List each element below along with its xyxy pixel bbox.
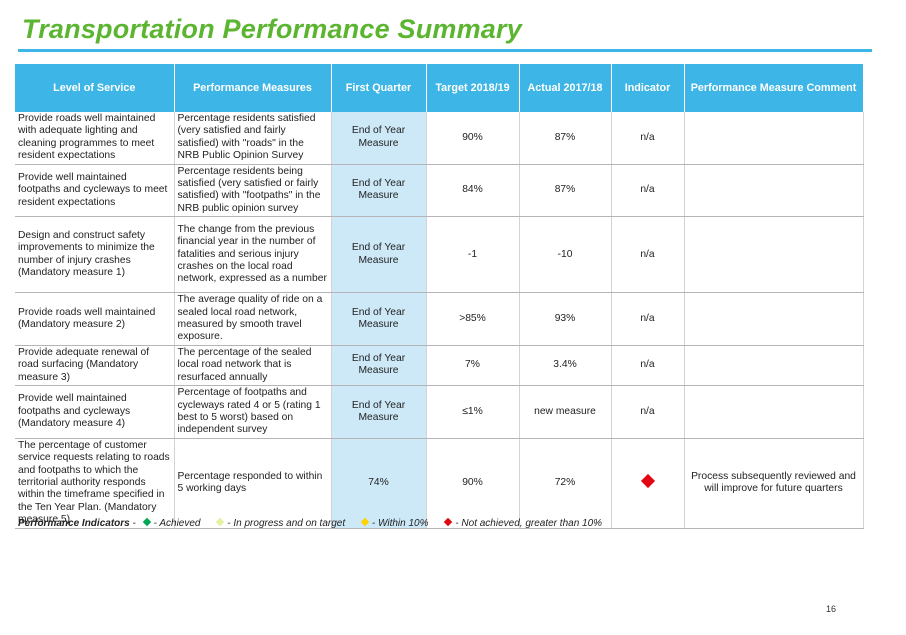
- header-performance-measures: Performance Measures: [174, 64, 332, 112]
- cell-measure: Percentage of footpaths and cycleways ra…: [174, 385, 332, 439]
- cell-target: -1: [426, 216, 520, 294]
- cell-comment: [684, 292, 864, 346]
- cell-actual: new measure: [519, 385, 612, 439]
- cell-measure: Percentage responded to within 5 working…: [174, 438, 332, 529]
- cell-first-quarter: End of Year Measure: [331, 385, 427, 439]
- table-row: Provide roads well maintained with adequ…: [15, 112, 864, 165]
- cell-actual: -10: [519, 216, 612, 294]
- cell-level-of-service: Provide well maintained footpaths and cy…: [15, 385, 175, 439]
- cell-actual: 87%: [519, 112, 612, 165]
- cell-comment: Process subsequently reviewed and will i…: [684, 438, 864, 529]
- cell-target: >85%: [426, 292, 520, 346]
- red-diamond-icon: [640, 473, 655, 489]
- cell-first-quarter: End of Year Measure: [331, 112, 427, 165]
- cell-target: 90%: [426, 112, 520, 165]
- red-diamond-icon: [444, 517, 453, 527]
- cell-indicator: n/a: [611, 292, 685, 346]
- header-level-of-service: Level of Service: [15, 64, 175, 112]
- cell-level-of-service: Provide roads well maintained (Mandatory…: [15, 292, 175, 346]
- header-actual: Actual 2017/18: [519, 64, 612, 112]
- cell-indicator: n/a: [611, 112, 685, 165]
- cell-indicator: [611, 438, 685, 529]
- cell-indicator: n/a: [611, 216, 685, 294]
- cell-target: ≤1%: [426, 385, 520, 439]
- cell-indicator: n/a: [611, 385, 685, 439]
- cell-comment: [684, 345, 864, 387]
- header-first-quarter: First Quarter: [331, 64, 427, 112]
- cell-measure: The percentage of the sealed local road …: [174, 345, 332, 387]
- cell-indicator: n/a: [611, 345, 685, 387]
- table-row: Provide well maintained footpaths and cy…: [15, 385, 864, 439]
- table-row: Provide well maintained footpaths and cy…: [15, 164, 864, 218]
- cell-measure: Percentage residents being satisfied (ve…: [174, 164, 332, 218]
- performance-table: Level of Service Performance Measures Fi…: [15, 64, 864, 529]
- cell-actual: 93%: [519, 292, 612, 346]
- cell-measure: The change from the previous financial y…: [174, 216, 332, 294]
- cell-level-of-service: Provide well maintained footpaths and cy…: [15, 164, 175, 218]
- cell-measure: Percentage residents satisfied (very sat…: [174, 112, 332, 165]
- table-row: Design and construct safety improvements…: [15, 216, 864, 294]
- cell-actual: 72%: [519, 438, 612, 529]
- table-row: Provide adequate renewal of road surfaci…: [15, 345, 864, 387]
- page-title: Transportation Performance Summary: [22, 14, 522, 44]
- pale-diamond-icon: [216, 517, 225, 527]
- cell-measure: The average quality of ride on a sealed …: [174, 292, 332, 346]
- header-indicator: Indicator: [611, 64, 685, 112]
- legend-in-progress: - In progress and on target: [227, 518, 346, 529]
- cell-level-of-service: Provide adequate renewal of road surfaci…: [15, 345, 175, 387]
- header-target: Target 2018/19: [426, 64, 520, 112]
- cell-level-of-service: Provide roads well maintained with adequ…: [15, 112, 175, 165]
- cell-actual: 87%: [519, 164, 612, 218]
- yellow-diamond-icon: [360, 517, 370, 527]
- cell-target: 84%: [426, 164, 520, 218]
- cell-first-quarter: End of Year Measure: [331, 292, 427, 346]
- cell-level-of-service: The percentage of customer service reque…: [15, 438, 175, 529]
- cell-comment: [684, 216, 864, 294]
- cell-comment: [684, 164, 864, 218]
- cell-actual: 3.4%: [519, 345, 612, 387]
- legend-achieved: - Achieved: [153, 518, 201, 529]
- legend-not-achieved: - Not achieved, greater than 10%: [455, 518, 603, 529]
- cell-target: 7%: [426, 345, 520, 387]
- table-row: The percentage of customer service reque…: [15, 438, 864, 529]
- header-comment: Performance Measure Comment: [684, 64, 864, 112]
- table-row: Provide roads well maintained (Mandatory…: [15, 292, 864, 346]
- header-row: Level of Service Performance Measures Fi…: [15, 64, 864, 112]
- cell-first-quarter: End of Year Measure: [331, 164, 427, 218]
- cell-comment: [684, 112, 864, 165]
- cell-first-quarter: End of Year Measure: [331, 216, 427, 294]
- cell-target: 90%: [426, 438, 520, 529]
- title-underline: [18, 49, 872, 52]
- cell-indicator: n/a: [611, 164, 685, 218]
- green-diamond-icon: [142, 517, 151, 527]
- page-number: 16: [826, 604, 837, 614]
- cell-first-quarter: 74%: [331, 438, 427, 529]
- cell-first-quarter: End of Year Measure: [331, 345, 427, 387]
- legend-within-10: - Within 10%: [371, 518, 429, 529]
- cell-level-of-service: Design and construct safety improvements…: [15, 216, 175, 294]
- cell-comment: [684, 385, 864, 439]
- legend-label: Performance Indicators: [18, 518, 130, 529]
- performance-legend: Performance Indicators - - Achieved - In…: [18, 517, 603, 529]
